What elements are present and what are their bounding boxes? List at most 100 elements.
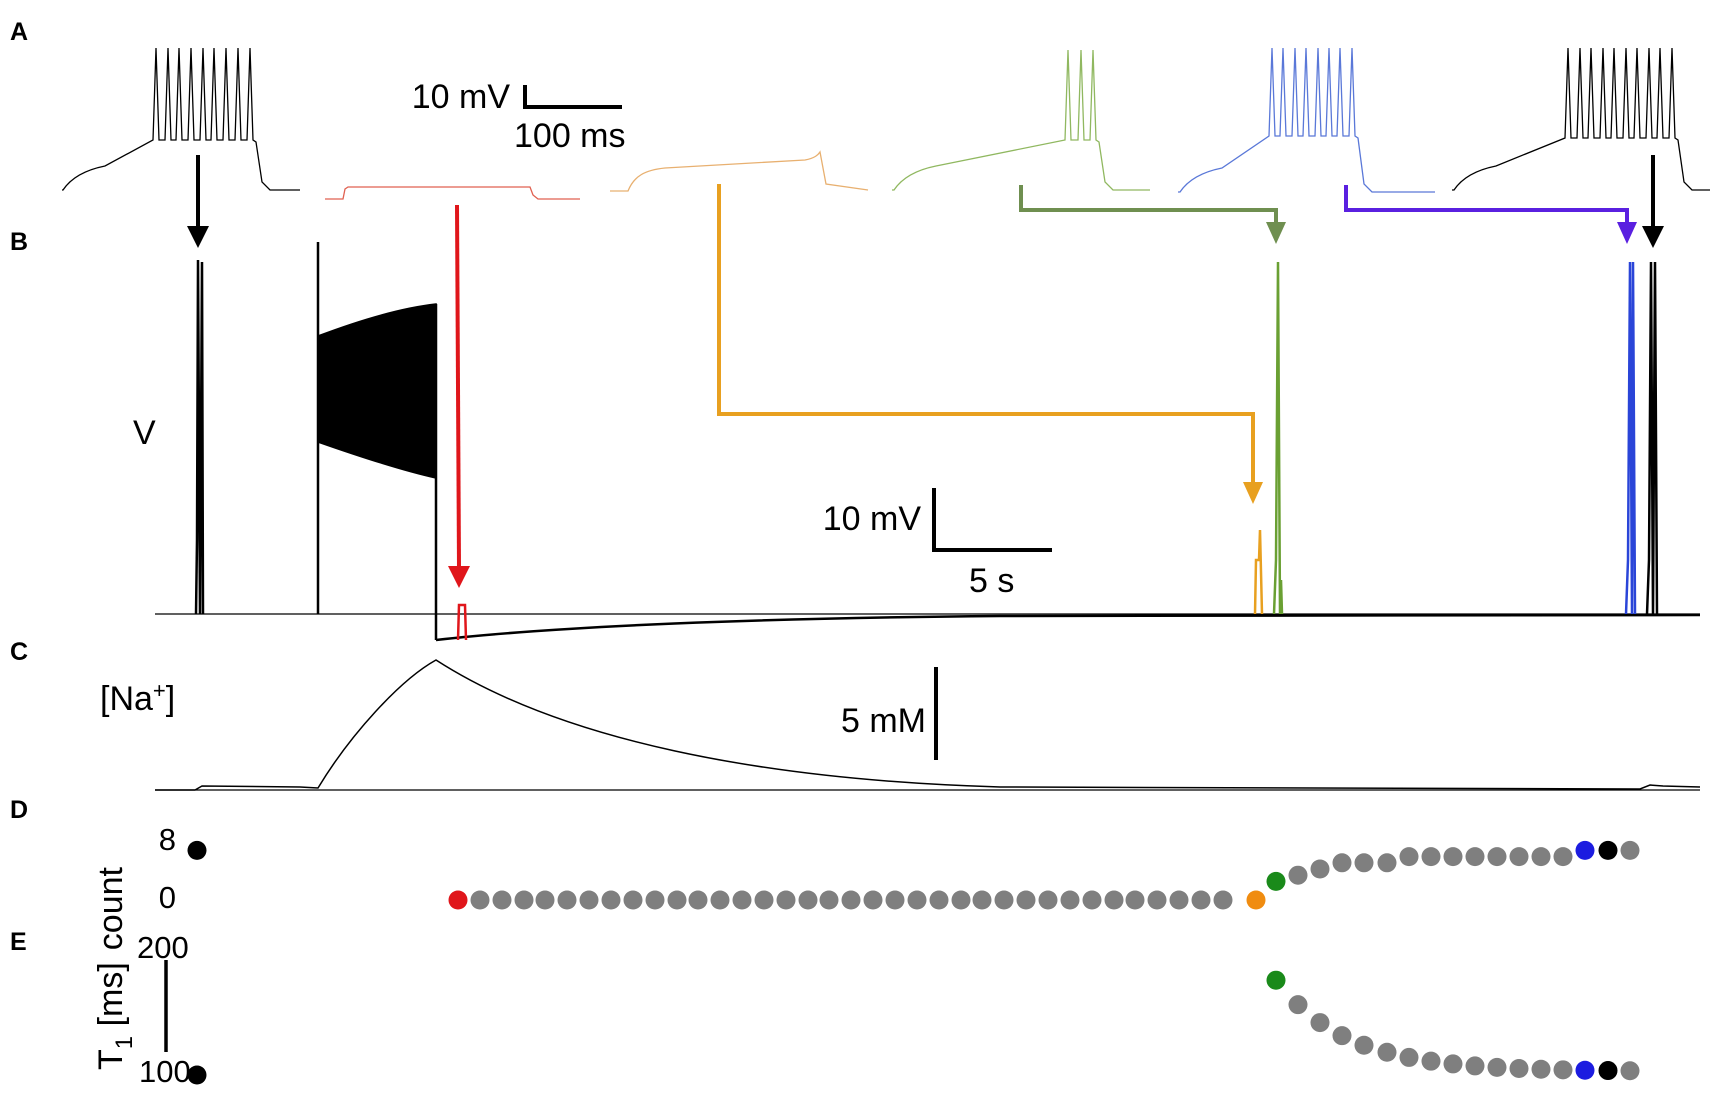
panel-b-blue-spikes	[1624, 261, 1637, 615]
panel-de-y-label: T1 [ms] count	[92, 866, 138, 1070]
arrow-red-head	[448, 566, 470, 588]
panel-letter-a: A	[10, 18, 28, 46]
panel-letter-d: D	[10, 796, 28, 824]
arrow-green	[1019, 185, 1278, 224]
panel-b-red-pulse	[456, 603, 468, 641]
trace-a-black-start	[62, 47, 300, 191]
t1-dot	[1443, 1054, 1463, 1074]
panel-c-y-label-close: ]	[166, 680, 175, 718]
scalebar-a-voltage-label: 10 mV	[412, 78, 511, 116]
count-dot	[710, 890, 730, 910]
count-dot	[448, 890, 468, 910]
panel-b-green-spikes	[1272, 261, 1284, 615]
panel-b-burst-right	[1645, 261, 1659, 615]
count-dot	[1354, 853, 1374, 873]
t1-dot	[1377, 1042, 1397, 1062]
count-dot	[1620, 840, 1640, 860]
count-dot	[623, 890, 643, 910]
t1-dot	[1266, 970, 1286, 990]
count-dot	[1487, 847, 1507, 867]
panel-d-dots	[187, 840, 1640, 910]
panel-d-tick-0: 0	[159, 880, 176, 915]
t1-dot	[1531, 1059, 1551, 1079]
arrow-purple	[1344, 185, 1629, 224]
count-dot	[1082, 890, 1102, 910]
panel-letter-e: E	[10, 928, 27, 956]
count-dot	[863, 890, 883, 910]
t1-dot	[1332, 1026, 1352, 1046]
count-dot	[514, 890, 534, 910]
count-dot	[1575, 840, 1595, 860]
count-dot	[1465, 847, 1485, 867]
panel-b-ahp-recovery	[435, 613, 1701, 642]
t1-dot	[1288, 995, 1308, 1015]
panel-b-voltage: V	[133, 242, 1701, 642]
panel-letter-c: C	[10, 638, 28, 666]
t1-dot	[1487, 1057, 1507, 1077]
count-dot	[1310, 859, 1330, 879]
count-dot	[645, 890, 665, 910]
count-dot	[1377, 853, 1397, 873]
panel-b-y-label: V	[133, 414, 156, 452]
panel-b-block-envelope	[317, 303, 437, 479]
count-dot	[470, 890, 490, 910]
count-dot	[1016, 890, 1036, 910]
t1-dot	[1509, 1058, 1529, 1078]
panel-e-y-label-main: T	[92, 1049, 130, 1070]
panel-e-tick-200: 200	[137, 930, 189, 965]
panel-d-y-label: count	[92, 866, 130, 950]
scalebar-a-lines	[523, 85, 622, 109]
t1-dot	[1354, 1035, 1374, 1055]
count-dot	[732, 890, 752, 910]
count-dot	[907, 890, 927, 910]
count-dot	[1266, 871, 1286, 891]
count-dot	[1443, 847, 1463, 867]
panel-e-y-label-unit: [ms]	[92, 962, 130, 1036]
t1-dot	[1465, 1056, 1485, 1076]
trace-a-blue	[1178, 47, 1435, 193]
scalebar-b-time-label: 5 s	[969, 562, 1014, 600]
arrow-purple-head	[1617, 222, 1637, 244]
t1-dot	[1421, 1051, 1441, 1071]
count-dot	[557, 890, 577, 910]
count-dot	[1147, 890, 1167, 910]
panel-e-y-label-sub: 1	[111, 1036, 138, 1049]
panel-e-tick-100: 100	[139, 1054, 191, 1089]
arrow-black-left-head	[187, 226, 209, 248]
panel-e-t1: 200 100	[137, 930, 1640, 1089]
arrow-black-right-head	[1642, 226, 1664, 248]
count-dot	[776, 890, 796, 910]
count-dot	[1213, 890, 1233, 910]
count-dot	[1288, 865, 1308, 885]
arrow-orange-head	[1243, 482, 1263, 504]
arrow-green-head	[1266, 222, 1286, 244]
scalebar-a-time-label: 100 ms	[514, 117, 626, 155]
panel-c-sodium: [Na+]	[100, 659, 1701, 791]
count-dot	[492, 890, 512, 910]
panel-b-orange-spike	[1253, 529, 1264, 615]
panel-c-y-label-main: [Na	[100, 680, 153, 718]
count-dot	[1246, 890, 1266, 910]
count-dot	[1553, 847, 1573, 867]
panel-c-na-trace	[155, 659, 1701, 791]
panel-e-dots	[187, 970, 1640, 1085]
scalebar-b: 10 mV 5 s	[823, 488, 1052, 600]
count-dot	[1060, 890, 1080, 910]
panel-c-y-label-sup: +	[153, 678, 166, 703]
scalebar-c-label: 5 mM	[841, 702, 926, 740]
arrow-red	[455, 204, 461, 569]
count-dot	[841, 890, 861, 910]
count-dot	[972, 890, 992, 910]
trace-a-green	[892, 49, 1150, 191]
t1-dot	[1399, 1047, 1419, 1067]
scalebar-a: 10 mV 100 ms	[412, 78, 626, 155]
scalebar-b-lines	[932, 488, 1052, 552]
t1-dot	[1553, 1060, 1573, 1080]
count-dot	[1169, 890, 1189, 910]
panel-d-count: 8 0	[159, 822, 1640, 915]
panel-b-burst-left	[194, 259, 205, 615]
panel-d-tick-8: 8	[159, 822, 176, 857]
count-dot	[1125, 890, 1145, 910]
panel-c-y-label: [Na+]	[100, 678, 175, 718]
